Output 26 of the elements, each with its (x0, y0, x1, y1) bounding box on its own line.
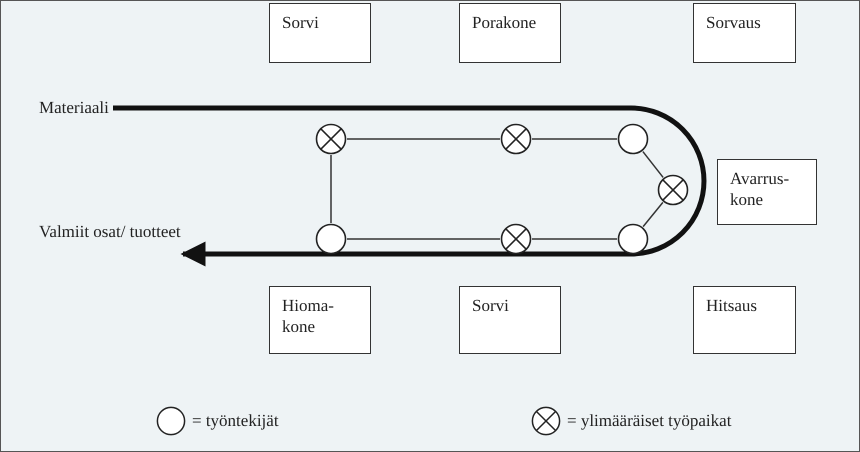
machine-box: Hioma- kone (269, 286, 371, 354)
connector-line (347, 238, 500, 240)
crossed-circle-symbol (657, 174, 689, 206)
connector-line (642, 151, 664, 178)
connector-line (532, 238, 617, 240)
crossed-circle-symbol (500, 123, 532, 155)
machine-box: Avarrus- kone (717, 159, 817, 225)
machine-box: Sorvi (269, 3, 371, 63)
connector-line (330, 155, 332, 223)
connector-line (642, 202, 664, 228)
flow-label: Materiaali (39, 97, 109, 119)
machine-box: Sorvi (459, 286, 561, 354)
connector-line (347, 138, 500, 140)
legend-text: = ylimääräiset työpaikat (567, 411, 732, 431)
material-flow-arrow (113, 106, 706, 266)
flow-label: Valmiit osat/ tuotteet (39, 221, 181, 265)
machine-box: Porakone (459, 3, 561, 63)
crossed-circle-symbol (500, 223, 532, 255)
legend-text: = työntekijät (192, 411, 279, 431)
machine-box: Hitsaus (693, 286, 796, 354)
worker-circle (617, 123, 649, 155)
worker-circle (315, 223, 347, 255)
connector-line (532, 138, 617, 140)
crossed-circle-symbol (315, 123, 347, 155)
machine-box: Sorvaus (693, 3, 796, 63)
worker-circle (617, 223, 649, 255)
